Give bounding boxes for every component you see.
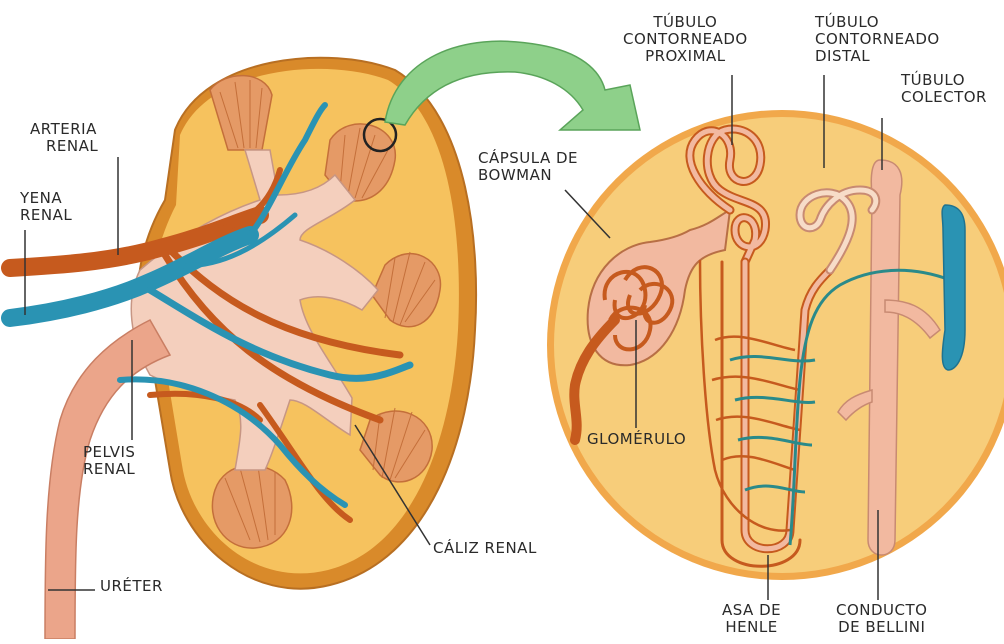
nephron-detail bbox=[547, 110, 1004, 580]
label-glomerulo: GLOMÉRULO bbox=[587, 431, 686, 448]
vein-vessel bbox=[942, 205, 965, 370]
label-ureter: URÉTER bbox=[100, 578, 163, 595]
label-vena-renal: YENA RENAL bbox=[20, 190, 72, 224]
pyramid bbox=[212, 465, 291, 548]
label-pelvis-renal: PELVIS RENAL bbox=[83, 444, 135, 478]
label-caliz-renal: CÁLIZ RENAL bbox=[433, 540, 537, 557]
label-tubulo-distal: TÚBULO CONTORNEADO DISTAL bbox=[815, 14, 940, 65]
label-tubulo-colector: TÚBULO COLECTOR bbox=[901, 72, 987, 106]
label-asa-henle: ASA DE HENLE bbox=[722, 602, 781, 636]
label-conducto-bellini: CONDUCTO DE BELLINI bbox=[836, 602, 927, 636]
label-capsula-bowman: CÁPSULA DE BOWMAN bbox=[478, 150, 578, 184]
label-tubulo-proximal: TÚBULO CONTORNEADO PROXIMAL bbox=[623, 14, 748, 65]
label-arteria-renal: ARTERIA RENAL bbox=[30, 121, 98, 155]
